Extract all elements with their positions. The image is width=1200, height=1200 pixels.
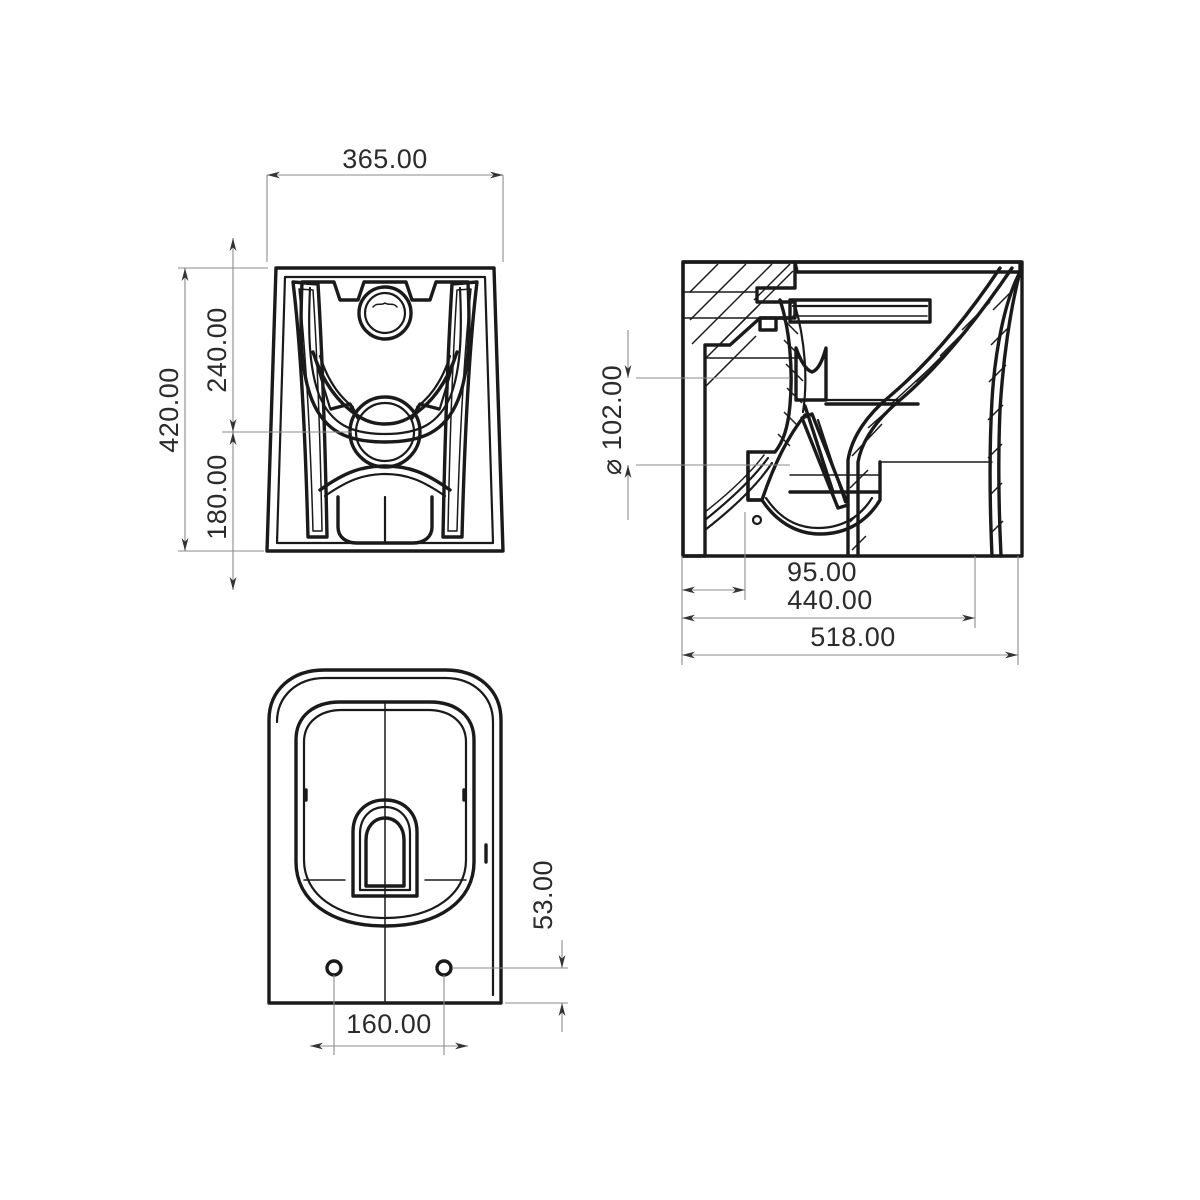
rear-view-dimensions: 365.00 420.00 240.00 180.00 — [154, 144, 504, 590]
side-view-outer-wall-right — [987, 270, 1022, 558]
rear-view-left-channel — [291, 280, 329, 539]
side-section-view: ⌀ 102.00 95.00 440.00 518.00 — [597, 260, 1024, 665]
dimension-240-label: 240.00 — [202, 307, 232, 393]
dimension-160: 160.00 — [310, 975, 468, 1055]
hatch-back-block — [689, 263, 794, 387]
dimension-440: 440.00 — [682, 556, 976, 628]
dimension-102: ⌀ 102.00 — [597, 330, 790, 520]
hatch-outer-wall-right — [987, 287, 1016, 535]
dimension-53-label: 53.00 — [528, 860, 558, 930]
plan-view-dimensions: 160.00 53.00 — [310, 860, 568, 1055]
dimension-95-label: 95.00 — [787, 557, 857, 587]
side-view-inner-sweep — [846, 266, 1014, 558]
hatch-inner-sweep — [849, 301, 991, 551]
dimension-420-label: 420.00 — [154, 367, 184, 453]
dimension-365-label: 365.00 — [342, 144, 428, 174]
dimension-53: 53.00 — [452, 860, 568, 1032]
dimension-440-label: 440.00 — [787, 585, 873, 615]
side-view-dimensions: ⌀ 102.00 95.00 440.00 518.00 — [597, 330, 1019, 665]
dimension-365: 365.00 — [266, 144, 504, 262]
dimension-180: 180.00 — [202, 432, 237, 590]
plan-view-shoulder-lines — [303, 788, 488, 881]
rear-view-lower-skirt — [318, 464, 452, 545]
dimension-518-label: 518.00 — [810, 622, 896, 652]
plan-view-outlet-keyhole — [351, 798, 419, 898]
dimension-102-label: ⌀ 102.00 — [597, 365, 627, 475]
dimension-160-label: 160.00 — [346, 1009, 432, 1039]
dimension-95: 95.00 — [681, 512, 857, 600]
dimension-518: 518.00 — [681, 556, 1019, 665]
side-view-bowl-trap — [746, 404, 882, 536]
side-view-inner-lines — [704, 461, 1023, 557]
rear-view: 365.00 420.00 240.00 180.00 — [154, 144, 505, 590]
plan-view-outline — [267, 668, 503, 1005]
dimension-240: 240.00 — [202, 238, 352, 433]
rear-view-outlet-circle — [357, 285, 413, 341]
dimension-180-label: 180.00 — [202, 454, 232, 540]
dimension-420: 420.00 — [154, 267, 268, 552]
rear-view-right-channel — [441, 280, 479, 539]
plan-view: 160.00 53.00 — [267, 668, 568, 1055]
rear-view-body-outline — [265, 266, 505, 553]
